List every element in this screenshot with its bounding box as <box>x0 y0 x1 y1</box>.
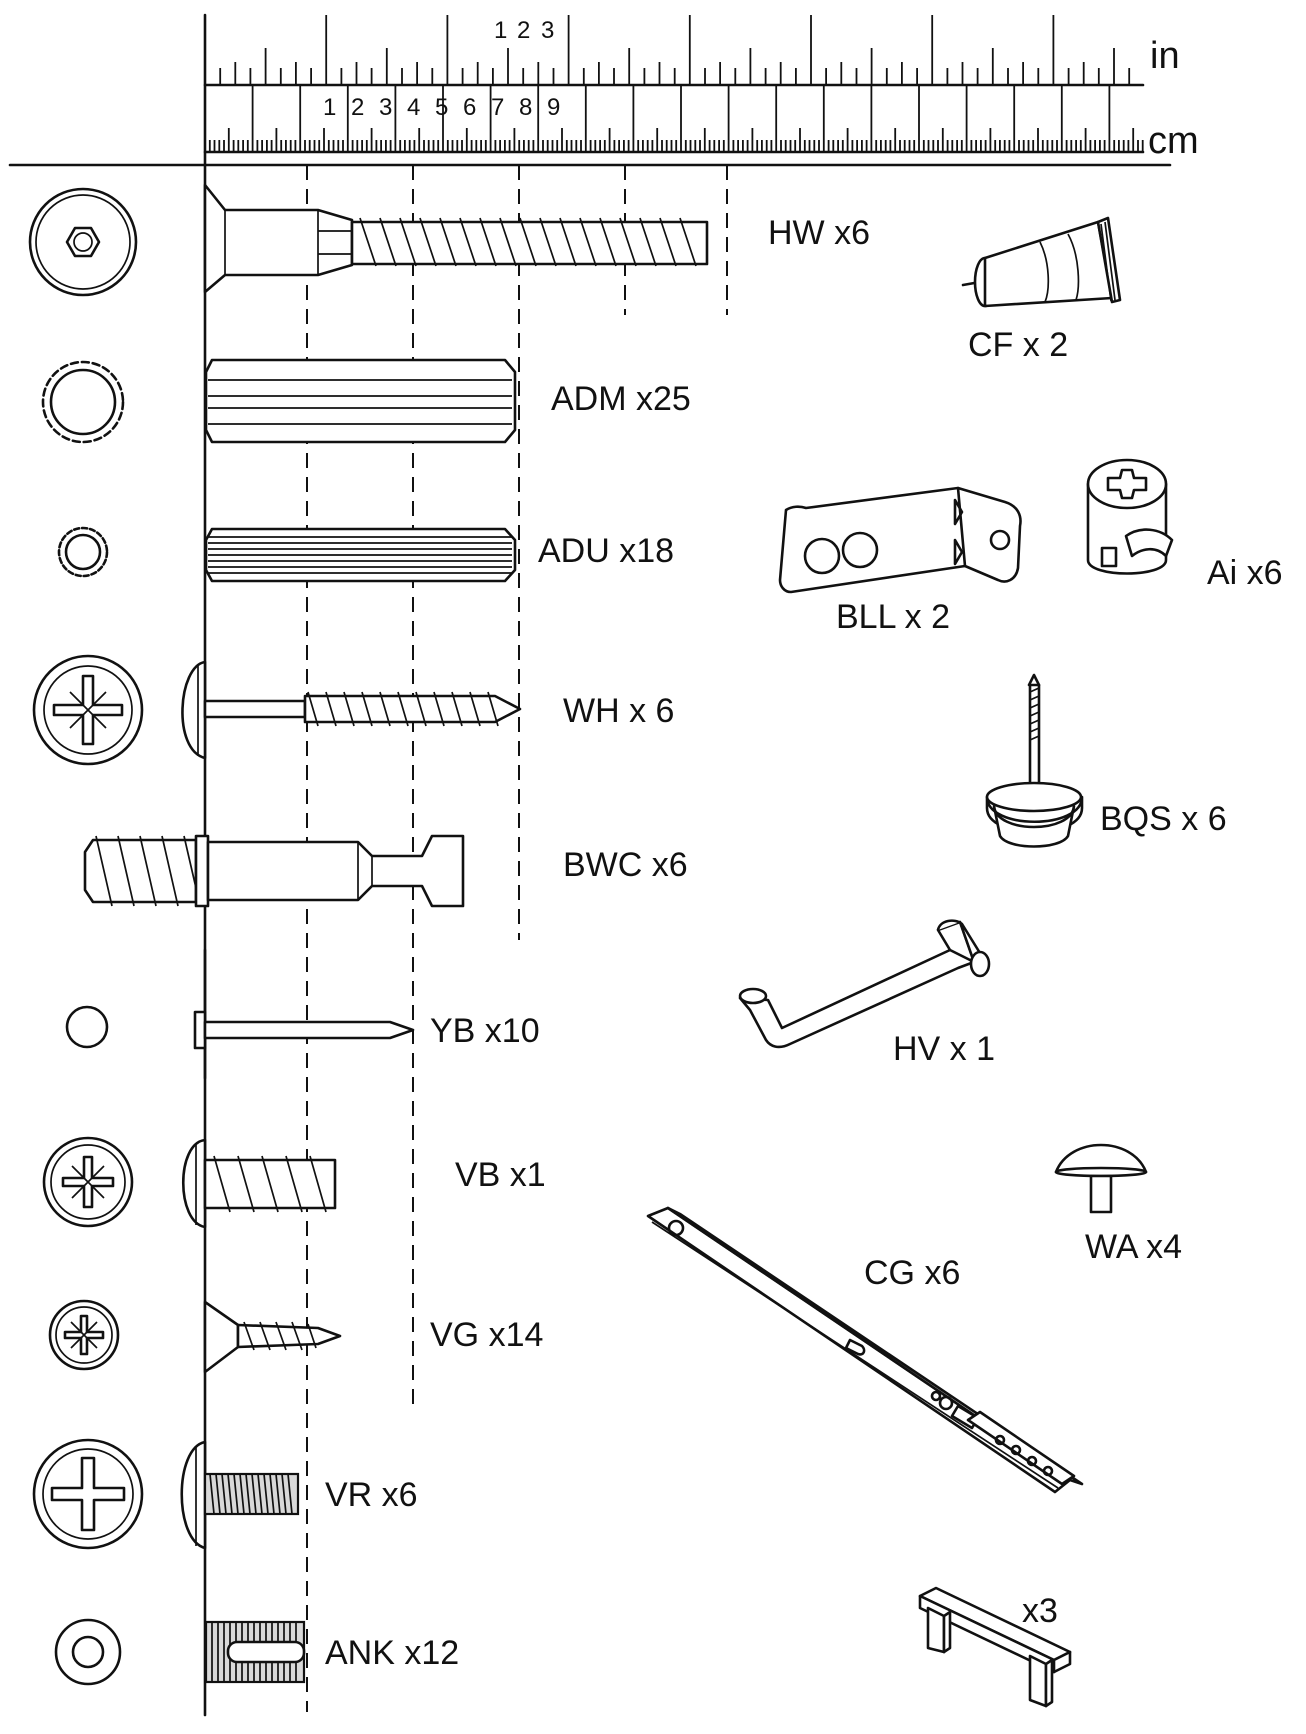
cross-recess-head-icon <box>32 1438 144 1550</box>
ank-anchor-drawing <box>204 1620 306 1684</box>
cross-recess-head-icon <box>42 1136 134 1228</box>
cf-label: CF x 2 <box>968 326 1068 364</box>
cm-number-8: 8 <box>519 94 532 121</box>
wa-cap-drawing <box>1054 1143 1148 1214</box>
hv-allen-key-drawing <box>738 919 991 1049</box>
handle-drawing <box>918 1586 1072 1708</box>
cm-number-5: 5 <box>435 94 448 121</box>
cm-unit-label: cm <box>1148 120 1199 162</box>
large-dowel-end-icon <box>41 360 125 444</box>
wa-label: WA x4 <box>1085 1228 1182 1266</box>
ank-label: ANK x12 <box>325 1634 459 1672</box>
hv-label: HV x 1 <box>893 1030 995 1068</box>
ruler: 1 2 3 1 2 3 4 5 6 7 8 9 in cm <box>8 13 1199 167</box>
wh-label: WH x 6 <box>563 692 674 730</box>
cm-number-1: 1 <box>323 94 336 121</box>
end-view-icons <box>28 187 144 1686</box>
adu-dowel-drawing <box>204 527 517 583</box>
cm-number-6: 6 <box>463 94 476 121</box>
cg-slide-drawing <box>646 1206 1084 1494</box>
bqs-label: BQS x 6 <box>1100 800 1227 838</box>
inch-unit-label: in <box>1150 35 1180 77</box>
cm-number-2: 2 <box>351 94 364 121</box>
adm-dowel-drawing <box>204 358 517 444</box>
vb-screw-drawing <box>181 1138 337 1229</box>
hex-socket-head-icon <box>28 187 138 297</box>
inch-number-3: 3 <box>541 17 554 44</box>
vg-screw-drawing <box>203 1300 342 1374</box>
yb-nail-drawing <box>193 948 415 1080</box>
hw-bolt-drawing <box>203 183 709 294</box>
small-dowel-end-icon <box>57 526 109 578</box>
cf-tube-drawing <box>961 216 1122 308</box>
anchor-end-icon <box>54 1618 122 1686</box>
vr-screw-drawing <box>180 1440 300 1550</box>
bwc-label: BWC x6 <box>563 846 688 884</box>
cm-number-7: 7 <box>491 94 504 121</box>
cm-number-9: 9 <box>547 94 560 121</box>
cross-recess-head-icon <box>48 1299 120 1371</box>
cross-recess-head-icon <box>32 654 144 766</box>
bll-bracket-drawing <box>778 486 1022 594</box>
vr-label: VR x6 <box>325 1476 418 1514</box>
handle-label: x3 <box>1022 1592 1058 1630</box>
nail-head-icon <box>65 1005 109 1049</box>
inch-scale-ticks <box>204 15 1131 85</box>
adm-label: ADM x25 <box>551 380 691 418</box>
cm-scale-ticks <box>204 85 1144 152</box>
ai-cam-lock-drawing <box>1086 458 1174 575</box>
yb-label: YB x10 <box>430 1012 540 1050</box>
cm-number-4: 4 <box>407 94 420 121</box>
inch-scale-numbers: 1 2 3 <box>494 17 554 44</box>
bll-label: BLL x 2 <box>836 598 950 636</box>
cm-scale-numbers: 1 2 3 4 5 6 7 8 9 <box>323 94 560 121</box>
adu-label: ADU x18 <box>538 532 674 570</box>
inch-number-2: 2 <box>517 17 530 44</box>
vg-label: VG x14 <box>430 1316 543 1354</box>
hw-label: HW x6 <box>768 214 870 252</box>
vb-label: VB x1 <box>455 1156 546 1194</box>
bqs-glide-drawing <box>985 673 1084 848</box>
cg-label: CG x6 <box>864 1254 960 1292</box>
wh-screw-drawing <box>181 660 522 760</box>
inch-number-1: 1 <box>494 17 507 44</box>
bwc-bolt-drawing <box>83 834 465 908</box>
ai-label: Ai x6 <box>1207 554 1283 592</box>
cm-number-3: 3 <box>379 94 392 121</box>
